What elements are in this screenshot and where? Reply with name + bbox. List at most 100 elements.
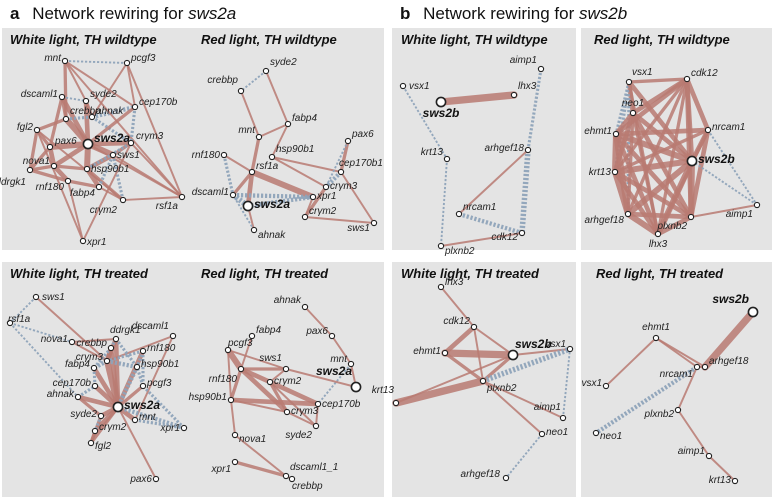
edge-pcgf3-rnf180 xyxy=(225,347,244,372)
edge-nova1-rnf180 xyxy=(51,163,71,184)
node-cdk12: cdk12 xyxy=(491,229,526,243)
node-marker xyxy=(91,382,99,390)
edge-fabp4-hsp90b1 xyxy=(271,123,289,158)
node-label: krt13 xyxy=(709,475,732,486)
edge-sws2b-plxnb2 xyxy=(688,158,695,220)
node-marker xyxy=(441,349,449,357)
node-fabp4: fabp4 xyxy=(65,359,98,372)
node-label: nova1 xyxy=(23,156,50,167)
node-marker xyxy=(753,201,761,209)
edge-ahnak-sws2a xyxy=(75,394,121,410)
edges xyxy=(9,296,186,480)
node-marker xyxy=(262,67,270,75)
edge-pcgf3-sws2a xyxy=(116,384,145,409)
node-marker xyxy=(68,338,76,346)
edge-plxnb2-aimp1 xyxy=(482,380,564,419)
edge-pcgf3-rsf1a xyxy=(126,62,183,198)
edge-mnt-cep170b xyxy=(64,60,136,108)
part-a-letter: a xyxy=(10,4,20,23)
node-nova1: nova1 xyxy=(41,334,76,346)
edge-plxnb2-neo1 xyxy=(482,380,543,435)
node-marker xyxy=(224,346,232,354)
node-crgm2: crγm2 xyxy=(91,422,127,435)
node-label: pcgf3 xyxy=(130,53,156,64)
node-label: lhx3 xyxy=(518,81,537,92)
node-label: dscaml1 xyxy=(21,89,58,100)
node-label: vsx1 xyxy=(545,339,566,350)
edge-krt13-lhx3 xyxy=(612,169,661,237)
node-label: vsx1 xyxy=(409,81,430,92)
node-label: xpr1 xyxy=(160,423,180,434)
node-rnf180: rnf180 xyxy=(209,365,245,385)
node-arhgef18: arhgef18 xyxy=(485,143,532,154)
nodes: crebbpsyde2fabp4mntrnf180hsp90b1pax6rsf1… xyxy=(192,57,383,241)
edge-sws2b-aimp1 xyxy=(691,160,758,206)
node-marker xyxy=(602,382,610,390)
edge-sws2a-cep170b xyxy=(86,105,137,146)
node-marker xyxy=(268,153,276,161)
node-label: crebbp xyxy=(70,106,101,117)
node-label: neo1 xyxy=(622,98,644,109)
edge-cep170b1-crgm3 xyxy=(324,170,343,189)
node-marker xyxy=(322,183,330,191)
node-sws1: sws1 xyxy=(109,150,140,161)
edge-cep170b-fabp4 xyxy=(92,367,97,387)
edge-pax6-nova1 xyxy=(47,144,57,169)
node-marker xyxy=(370,219,378,227)
node-marker xyxy=(74,393,82,401)
node-pax6: pax6 xyxy=(46,136,77,151)
node-crebbp: crebbp xyxy=(62,106,101,123)
node-marker xyxy=(112,401,124,413)
node-plxnb2: plxnb2 xyxy=(479,377,517,394)
panel-title: White light, TH treated xyxy=(10,266,149,281)
edge-vsx1-sws2b xyxy=(626,79,695,164)
node-marker xyxy=(693,363,701,371)
part-b-letter: b xyxy=(400,4,410,23)
edge-nrcam1-lhx3 xyxy=(656,128,710,236)
node-marker xyxy=(62,115,70,123)
node-marker xyxy=(510,91,518,99)
node-mnt: mnt xyxy=(238,125,263,141)
node-marker xyxy=(674,406,682,414)
edge-ahnak-syde2 xyxy=(76,395,103,418)
node-marker xyxy=(337,168,345,176)
node-marker xyxy=(701,363,709,371)
node-marker xyxy=(347,360,355,368)
node-label: ehmt1 xyxy=(584,126,612,137)
node-marker xyxy=(301,303,309,311)
node-marker xyxy=(178,193,186,201)
node-label: syde2 xyxy=(270,57,297,68)
node-crgm2: crγm2 xyxy=(301,206,337,221)
part-a-title-text: Network rewiring for xyxy=(32,4,188,23)
edge-ehmt1-sws2b xyxy=(613,131,695,164)
node-cep170b1: cep170b1 xyxy=(337,158,383,176)
node-marker xyxy=(237,87,245,95)
node-mnt: mnt xyxy=(330,354,355,368)
node-label: fabp4 xyxy=(256,325,281,336)
edge-nova1-ddrgk1 xyxy=(28,164,56,172)
node-marker xyxy=(625,78,633,86)
edge-ehmt1-nrcam1 xyxy=(655,337,698,368)
node-marker xyxy=(611,168,619,176)
edge-fabp4-sws1 xyxy=(97,154,115,188)
edge-mnt-syde2 xyxy=(64,60,87,102)
node-hsp90b1: hsp90b1 xyxy=(133,359,179,371)
node-sws2a: sws2a xyxy=(316,364,362,393)
edges xyxy=(392,286,571,479)
node-marker xyxy=(139,382,147,390)
node-label: xpr1 xyxy=(86,237,106,248)
node-crgm2: crγm2 xyxy=(90,196,127,216)
edge-rnf180-crgm3 xyxy=(238,366,290,415)
node-label: mnt xyxy=(139,412,157,423)
node-crgm3: crγm3 xyxy=(127,131,164,147)
node-label: nrcam1 xyxy=(660,369,693,380)
node-ahnak: ahnak xyxy=(88,106,124,121)
node-marker xyxy=(479,377,487,385)
edges xyxy=(612,76,758,237)
node-vsx1: vsx1 xyxy=(625,67,653,86)
node-label: cdk12 xyxy=(691,68,718,79)
node-marker xyxy=(507,349,519,361)
edge-nova1-ddrgk1 xyxy=(71,338,117,343)
